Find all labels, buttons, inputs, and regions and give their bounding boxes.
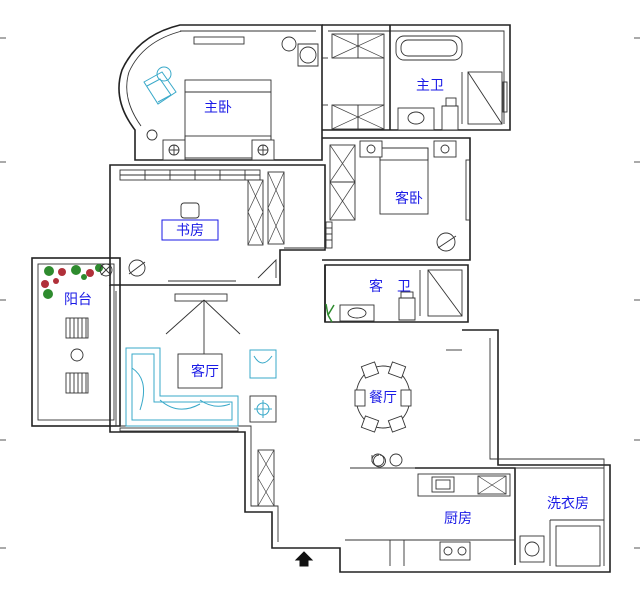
kitchen-sink [431,476,455,493]
room-label-guest-bath-2: 卫 [397,279,411,295]
balcony-drain [70,348,84,362]
entrance-arrow-icon [294,551,314,567]
side-table [281,36,297,52]
study-cabinet [247,179,264,246]
room-label-study: 书房 [176,223,204,239]
guest-bedroom: 客卧 [329,140,471,252]
plant-icon [325,303,335,323]
washing-machine [519,535,545,563]
room-label-master-bath: 主卫 [416,78,444,94]
study: 书房 [119,169,333,282]
side-lamp-table [249,395,277,423]
dining-room: 餐厅 [354,349,462,468]
guest-nightstand-left [359,140,383,158]
room-label-guest-bedroom: 客卧 [395,190,423,207]
plant-cluster-icon [41,264,103,299]
room-label-dining-room: 餐厅 [369,390,397,406]
bathtub [395,35,463,61]
study-desk [161,219,219,241]
room-label-guest-bath-1: 客 [369,278,383,295]
study-wardrobe [267,171,285,245]
coffee-table [177,353,223,389]
window-ac-unit [193,36,245,45]
floor-drain-grate [65,317,89,339]
hall-cabinet [257,449,275,507]
kitchen-counter [417,473,511,497]
room-label-living-room: 客厅 [191,363,219,380]
room-label-laundry: 洗衣房 [547,496,589,512]
floor-drain-grate-2 [65,372,89,394]
toilet [441,105,459,131]
study-armchair [128,259,146,277]
cyan-armchair [249,349,277,379]
laundry-room: 洗衣房 [519,496,601,567]
tv-console [174,293,228,302]
room-label-master-bedroom: 主卧 [204,100,232,116]
armchair [297,43,319,67]
vanity [397,107,435,131]
living-room: 客厅 [119,293,277,432]
master-bedroom: 主卧 [143,36,319,161]
l-sofa [125,347,239,427]
master-bath: 主卫 [389,25,508,131]
guest-toilet [398,297,416,321]
lounge-chair [143,66,177,105]
guest-basin [339,304,375,322]
guest-bath: 客 卫 [324,265,463,323]
balcony: 阳台 [41,263,113,394]
room-label-kitchen: 厨房 [444,511,472,527]
edge-ticks [0,37,640,549]
kitchen: 厨房 [389,473,511,566]
guest-chair [436,232,456,252]
room-label-balcony: 阳台 [64,292,92,308]
wardrobe [329,144,356,221]
study-chair [180,202,200,219]
outer-walls [31,24,611,573]
walk-in-closet [322,33,385,130]
stove [439,541,471,561]
guest-nightstand-right [433,140,457,158]
